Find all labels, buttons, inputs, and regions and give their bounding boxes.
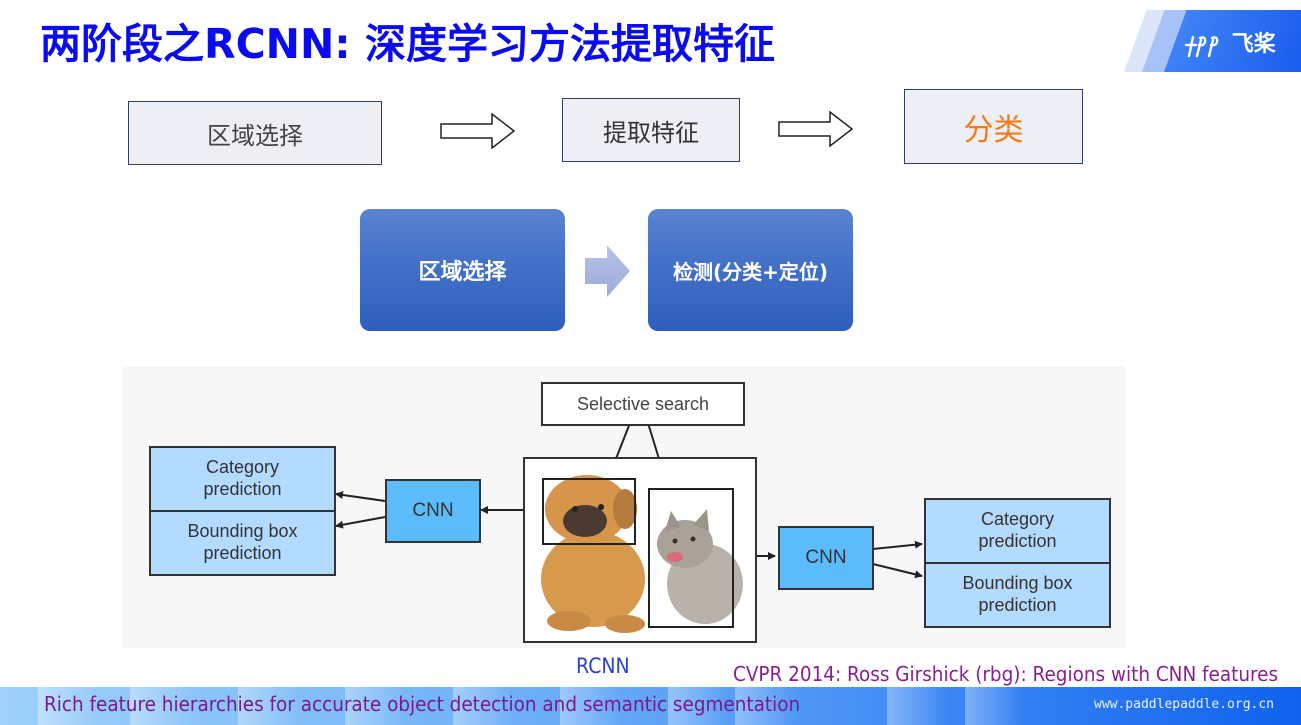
selective-search-label: Selective search <box>576 393 710 414</box>
selective-search-box: Selective search <box>541 382 745 426</box>
logo-label: 飞桨 <box>1231 32 1276 57</box>
blue-step-region-selection: 区域选择 <box>360 209 565 331</box>
dog-region-proposal <box>542 478 636 545</box>
cnn-left: CNN <box>385 479 481 543</box>
category-prediction: Category prediction <box>151 448 334 510</box>
prediction-box-left: Category prediction Bounding box predict… <box>149 446 336 576</box>
cvpr-caption: CVPR 2014: Ross Girshick (rbg): Regions … <box>733 662 1279 686</box>
hollow-right-arrow-icon <box>440 113 516 149</box>
logo-text: 飞桨 <box>1184 26 1276 58</box>
footer-segment <box>453 687 513 725</box>
footer-bar <box>0 687 1301 725</box>
prediction-box-right: Category prediction Bounding box predict… <box>924 498 1111 628</box>
step-label: 提取特征 <box>603 118 699 147</box>
paper-title: Rich feature hierarchies for accurate ob… <box>44 692 801 716</box>
cat-illustration <box>657 509 743 624</box>
step-label: 区域选择 <box>207 121 303 150</box>
hollow-right-arrow-icon <box>778 111 854 147</box>
blue-step-detection: 检测(分类+定位) <box>648 209 853 331</box>
bounding-box-prediction-label: Bounding box prediction <box>962 573 1073 615</box>
cnn-label: CNN <box>412 500 454 521</box>
footer-segment <box>345 687 405 725</box>
footer-segment <box>560 687 620 725</box>
category-prediction: Category prediction <box>926 500 1109 562</box>
cat-region-proposal <box>648 488 734 628</box>
footer-segment <box>887 687 947 725</box>
dog-illustration <box>541 475 645 633</box>
footer-segment <box>735 687 795 725</box>
bounding-box-prediction: Bounding box prediction <box>926 562 1109 626</box>
cnn-label: CNN <box>805 547 847 568</box>
bounding-box-prediction-label: Bounding box prediction <box>187 521 298 563</box>
footer-segment <box>965 687 1025 725</box>
step-region-selection: 区域选择 <box>128 101 382 165</box>
blue-step-label: 区域选择 <box>418 260 507 285</box>
input-image-frame <box>523 457 757 643</box>
paddle-logo: 飞桨 <box>1124 10 1301 72</box>
website-link[interactable]: www.paddlepaddle.org.cn <box>1094 697 1275 712</box>
right-arrow-icon <box>585 245 630 297</box>
slide-title: 两阶段之RCNN: 深度学习方法提取特征 <box>40 20 775 68</box>
footer-segment <box>238 687 298 725</box>
footer-segment <box>130 687 190 725</box>
step-classification: 分类 <box>904 89 1083 164</box>
category-prediction-label: Category prediction <box>203 457 282 499</box>
footer-segment <box>668 687 728 725</box>
footer-segment <box>38 687 98 725</box>
rcnn-caption: RCNN <box>576 654 630 678</box>
cnn-right: CNN <box>778 526 874 590</box>
step-feature-extraction: 提取特征 <box>562 98 740 162</box>
blue-step-label: 检测(分类+定位) <box>672 259 829 284</box>
bounding-box-prediction: Bounding box prediction <box>151 510 334 574</box>
step-label: 分类 <box>963 112 1024 148</box>
paddle-mark-icon <box>1184 35 1219 58</box>
dog-cat-photo <box>541 475 743 633</box>
category-prediction-label: Category prediction <box>978 509 1057 551</box>
